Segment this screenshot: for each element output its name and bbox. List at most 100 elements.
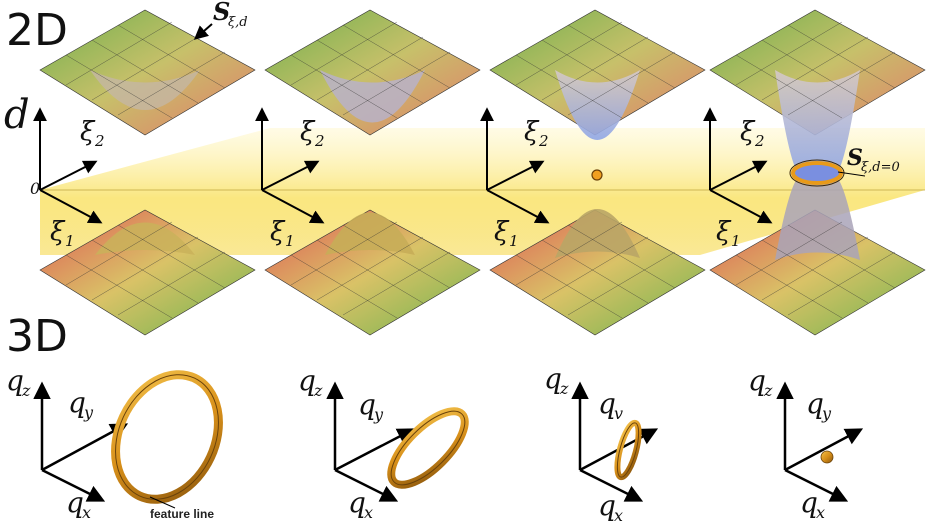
label-3d: 3D: [6, 311, 68, 362]
surface-label-sub: ξ,d: [228, 15, 248, 30]
qy-sub: y: [821, 404, 832, 423]
lower-surface-funnel: [775, 176, 860, 260]
panel-4-3d: q z q y q x: [748, 364, 864, 522]
panel-4-2d: ξ 2 ξ 1 S ξ,d=0: [703, 9, 926, 336]
panel-2-2d: ξ 2 ξ 1: [255, 9, 481, 336]
qy-label: q: [806, 387, 824, 420]
level-set-label-sub: ξ,d=0: [861, 160, 900, 175]
level-set-pointer: [837, 171, 866, 177]
xi1-sub: 1: [285, 232, 295, 250]
qz-label: q: [748, 364, 766, 397]
qx-axis: [784, 468, 849, 502]
xi1-label: ξ: [494, 217, 510, 247]
xi2-label: ξ: [300, 117, 316, 147]
qz-label: q: [6, 364, 24, 397]
upper-surface: [709, 9, 926, 136]
qx-sub: x: [364, 503, 373, 522]
upper-surface-dip: [320, 70, 425, 123]
qy-sub: v: [614, 404, 623, 423]
xi2-label: ξ: [80, 117, 96, 147]
qy-axis: [334, 428, 416, 472]
lower-surface-peak: [555, 209, 640, 258]
feature-line-ring-edge: [616, 422, 640, 478]
xi1-sub: 1: [731, 232, 741, 250]
qz-sub: z: [763, 381, 773, 400]
feature-line-label: feature line: [150, 507, 214, 521]
upper-surface: [489, 9, 706, 136]
grid-lines: [735, 221, 896, 319]
qz-sub: z: [313, 381, 323, 400]
xi2-axis: [486, 160, 545, 191]
d-axis-label: d: [4, 92, 30, 138]
grid-lines: [515, 221, 676, 319]
feature-point: [820, 450, 834, 464]
qy-axis: [41, 423, 129, 472]
panel-3-2d: ξ 2 ξ 1: [480, 9, 706, 336]
qz-label: q: [544, 362, 562, 395]
feature-line-ring-edge: [115, 374, 219, 500]
xi2-label: ξ: [524, 117, 540, 147]
xi2-axis: [39, 160, 98, 191]
surface-pointer: [193, 23, 213, 40]
upper-surface: [39, 9, 256, 136]
qx-sub: x: [614, 506, 623, 525]
feature-line-ring-edge: [390, 410, 466, 486]
xi1-sub: 1: [65, 232, 75, 250]
upper-surface-dip: [555, 70, 640, 140]
qy-label: q: [68, 386, 86, 419]
qx-axis: [579, 468, 644, 502]
xi1-label: ξ: [716, 217, 732, 247]
lower-surface-peak: [325, 212, 415, 255]
qy-label: q: [358, 388, 376, 421]
qx-label: q: [348, 486, 366, 519]
qy-label: q: [598, 387, 616, 420]
grid-lines: [65, 21, 226, 119]
upper-surface: [264, 9, 481, 136]
xi1-label: ξ: [50, 217, 66, 247]
grid-lines: [515, 21, 676, 119]
qy-sub: y: [373, 405, 384, 424]
feature-line-pointer: [149, 496, 176, 509]
qx-axis: [41, 468, 106, 502]
lower-surface: [709, 209, 926, 336]
zero-tick-label: 0: [30, 179, 40, 198]
xi1-axis: [39, 189, 103, 224]
qz-label: q: [298, 364, 316, 397]
qy-sub: y: [83, 403, 94, 422]
xi1-axis: [709, 189, 773, 224]
xi1-sub: 1: [509, 232, 519, 250]
xi2-sub: 2: [538, 132, 549, 150]
lower-surface: [39, 209, 256, 336]
xi1-label: ξ: [270, 217, 286, 247]
grid-lines: [65, 221, 226, 319]
lower-surface: [264, 209, 481, 336]
xi2-axis: [709, 160, 768, 191]
qx-label: q: [66, 486, 84, 519]
xi2-axis: [261, 160, 320, 191]
xi2-sub: 2: [94, 132, 105, 150]
upper-surface-funnel: [775, 70, 860, 175]
level-set-label: S: [847, 145, 863, 171]
qx-label: q: [800, 486, 818, 519]
lower-surface-peak: [95, 222, 195, 255]
xi1-axis: [261, 189, 325, 224]
grid-lines: [290, 21, 451, 119]
qz-sub: z: [21, 381, 31, 400]
panel-1-3d: q z q y q x feature line: [6, 364, 223, 522]
surface-label: S: [213, 0, 230, 26]
qz-sub: z: [559, 379, 569, 398]
panel-1-2d: d 0 ξ 2 ξ 1 S ξ,d: [4, 0, 256, 336]
qx-sub: x: [816, 503, 825, 522]
qx-axis: [334, 468, 399, 502]
lower-surface: [489, 209, 706, 336]
feature-line-ring: [111, 370, 223, 504]
xi1-axis: [486, 189, 550, 224]
qx-sub: x: [82, 503, 91, 522]
label-2d: 2D: [6, 5, 68, 56]
xi2-sub: 2: [754, 132, 765, 150]
xi2-sub: 2: [314, 132, 325, 150]
qy-axis: [784, 428, 864, 472]
intersection-ring: [791, 161, 843, 185]
panel-2-3d: q z q y q x: [298, 364, 469, 522]
grid-lines: [290, 221, 451, 319]
